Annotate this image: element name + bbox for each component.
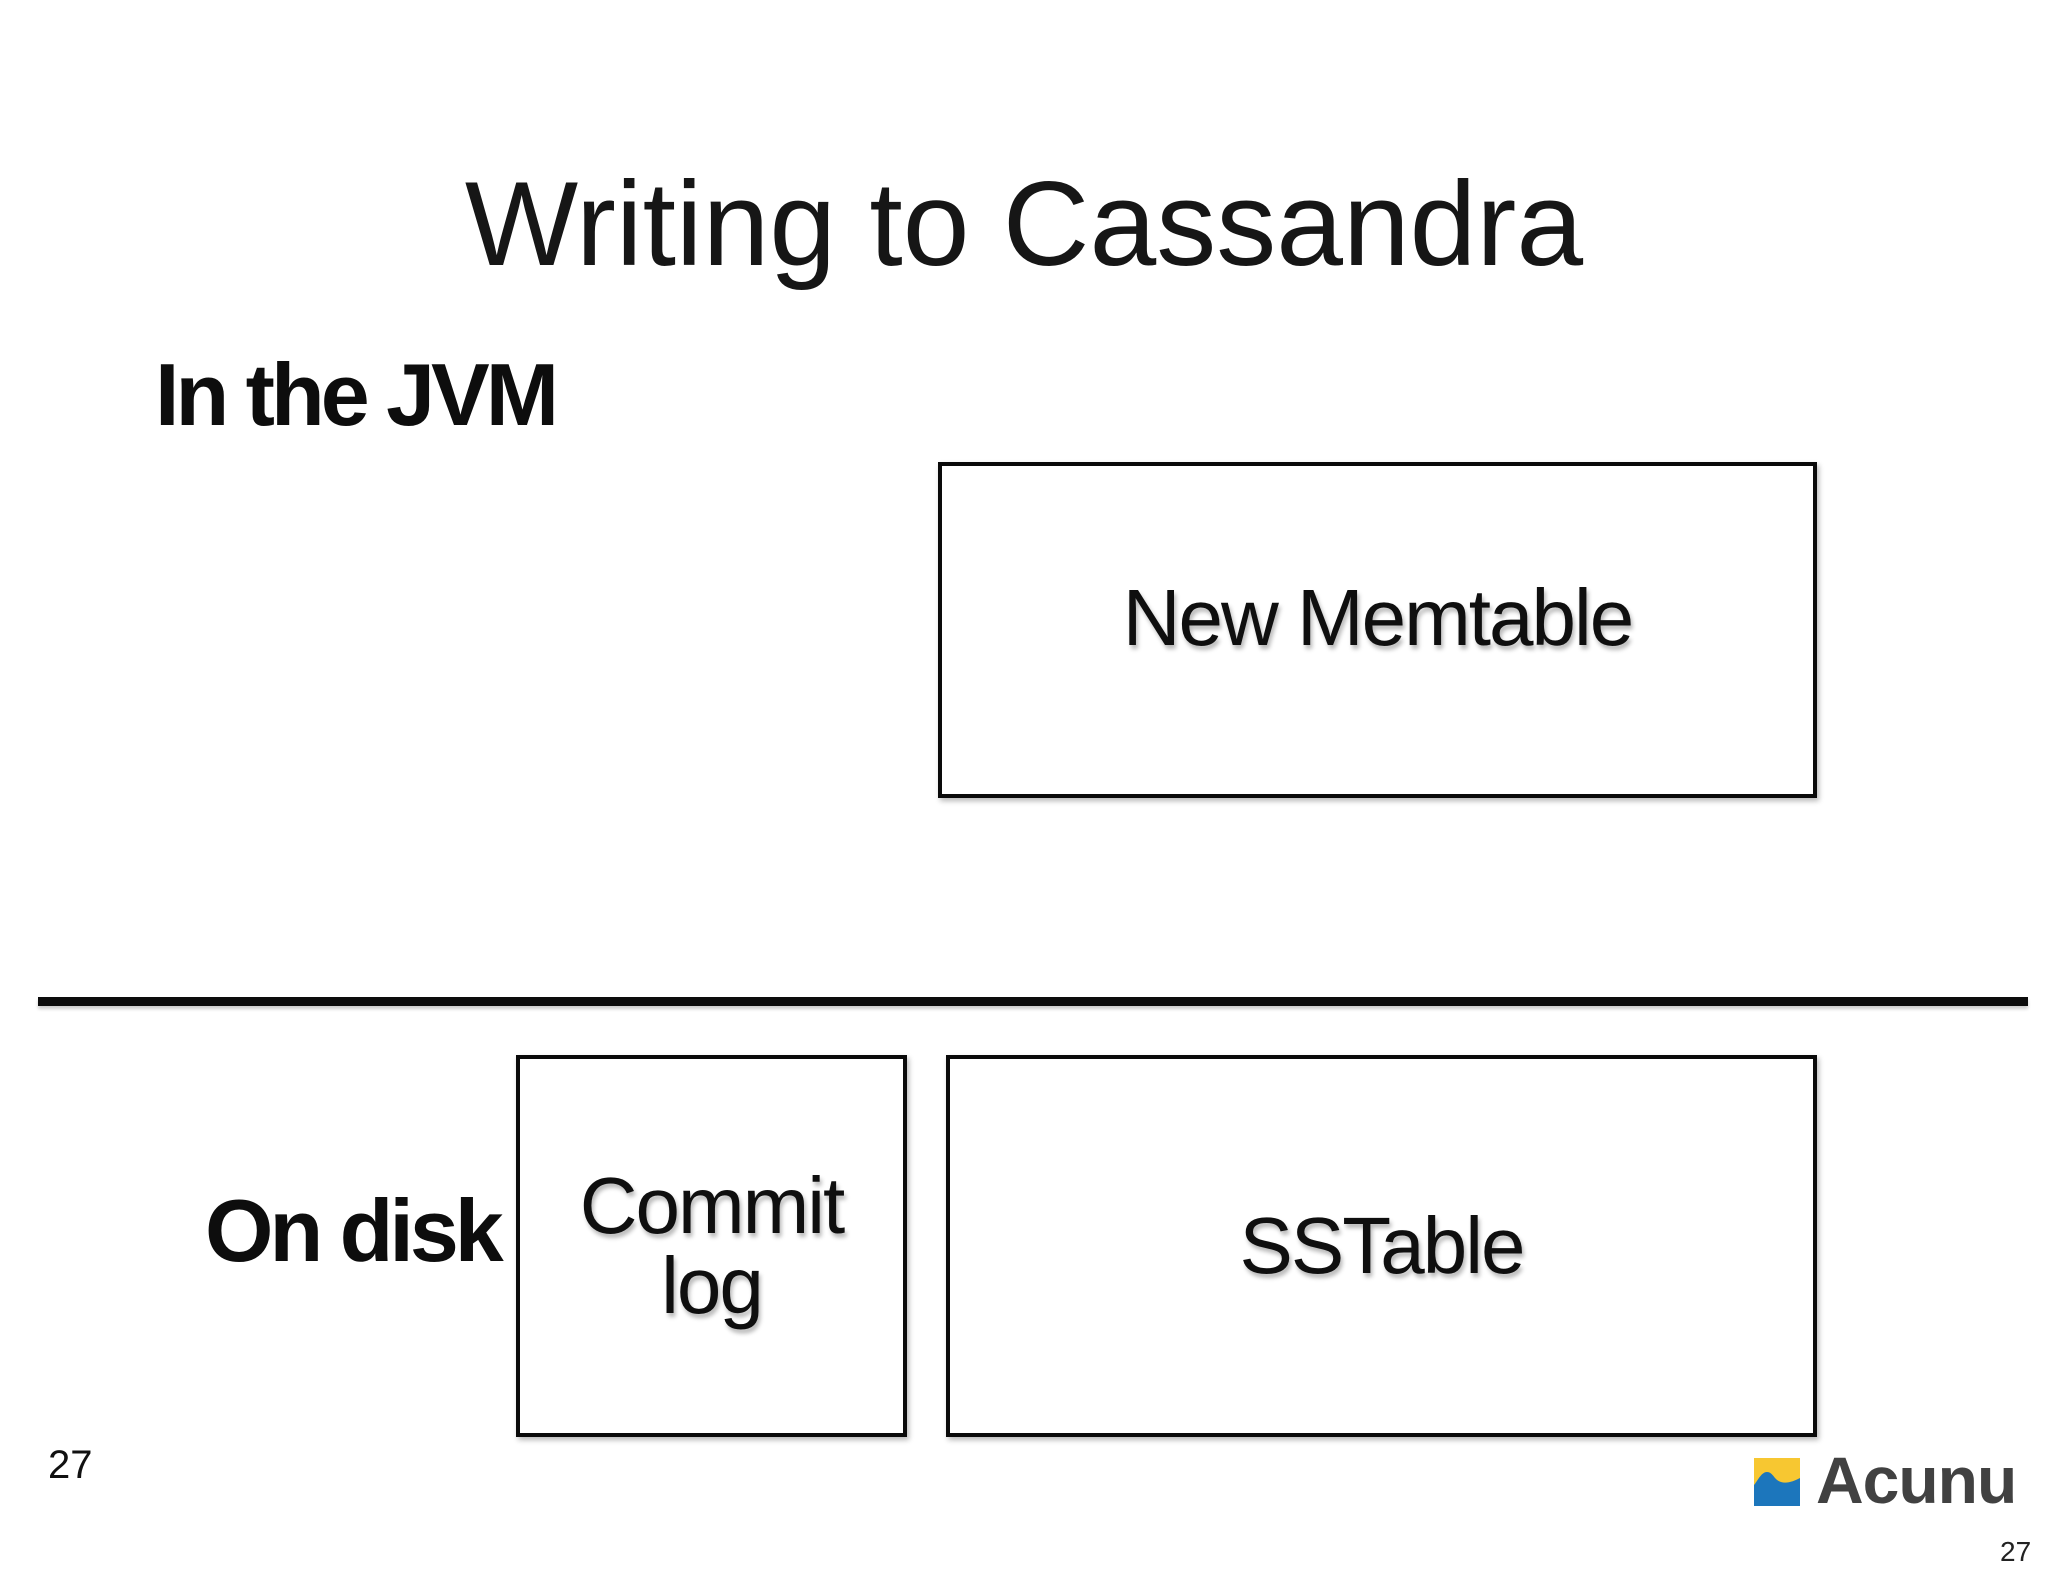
new-memtable-label: New Memtable	[1122, 572, 1635, 662]
new-memtable-box: New Memtable	[938, 462, 1817, 798]
commit-log-box: Commit log	[516, 1055, 907, 1437]
slide-page-number: 27	[48, 1443, 93, 1487]
acunu-logo-text: Acunu	[1816, 1443, 2017, 1517]
sstable-label: SSTable	[1239, 1201, 1526, 1290]
slide-title: Writing to Cassandra	[464, 157, 1584, 291]
sstable-box: SSTable	[946, 1055, 1817, 1437]
jvm-disk-divider	[38, 997, 2028, 1006]
export-page-number: 27	[2000, 1536, 2032, 1567]
acunu-logo-icon	[1754, 1458, 1800, 1506]
section-label-on-disk: On disk	[205, 1181, 504, 1280]
commit-log-label: Commit log	[579, 1161, 846, 1330]
section-label-in-the-jvm: In the JVM	[155, 345, 559, 444]
